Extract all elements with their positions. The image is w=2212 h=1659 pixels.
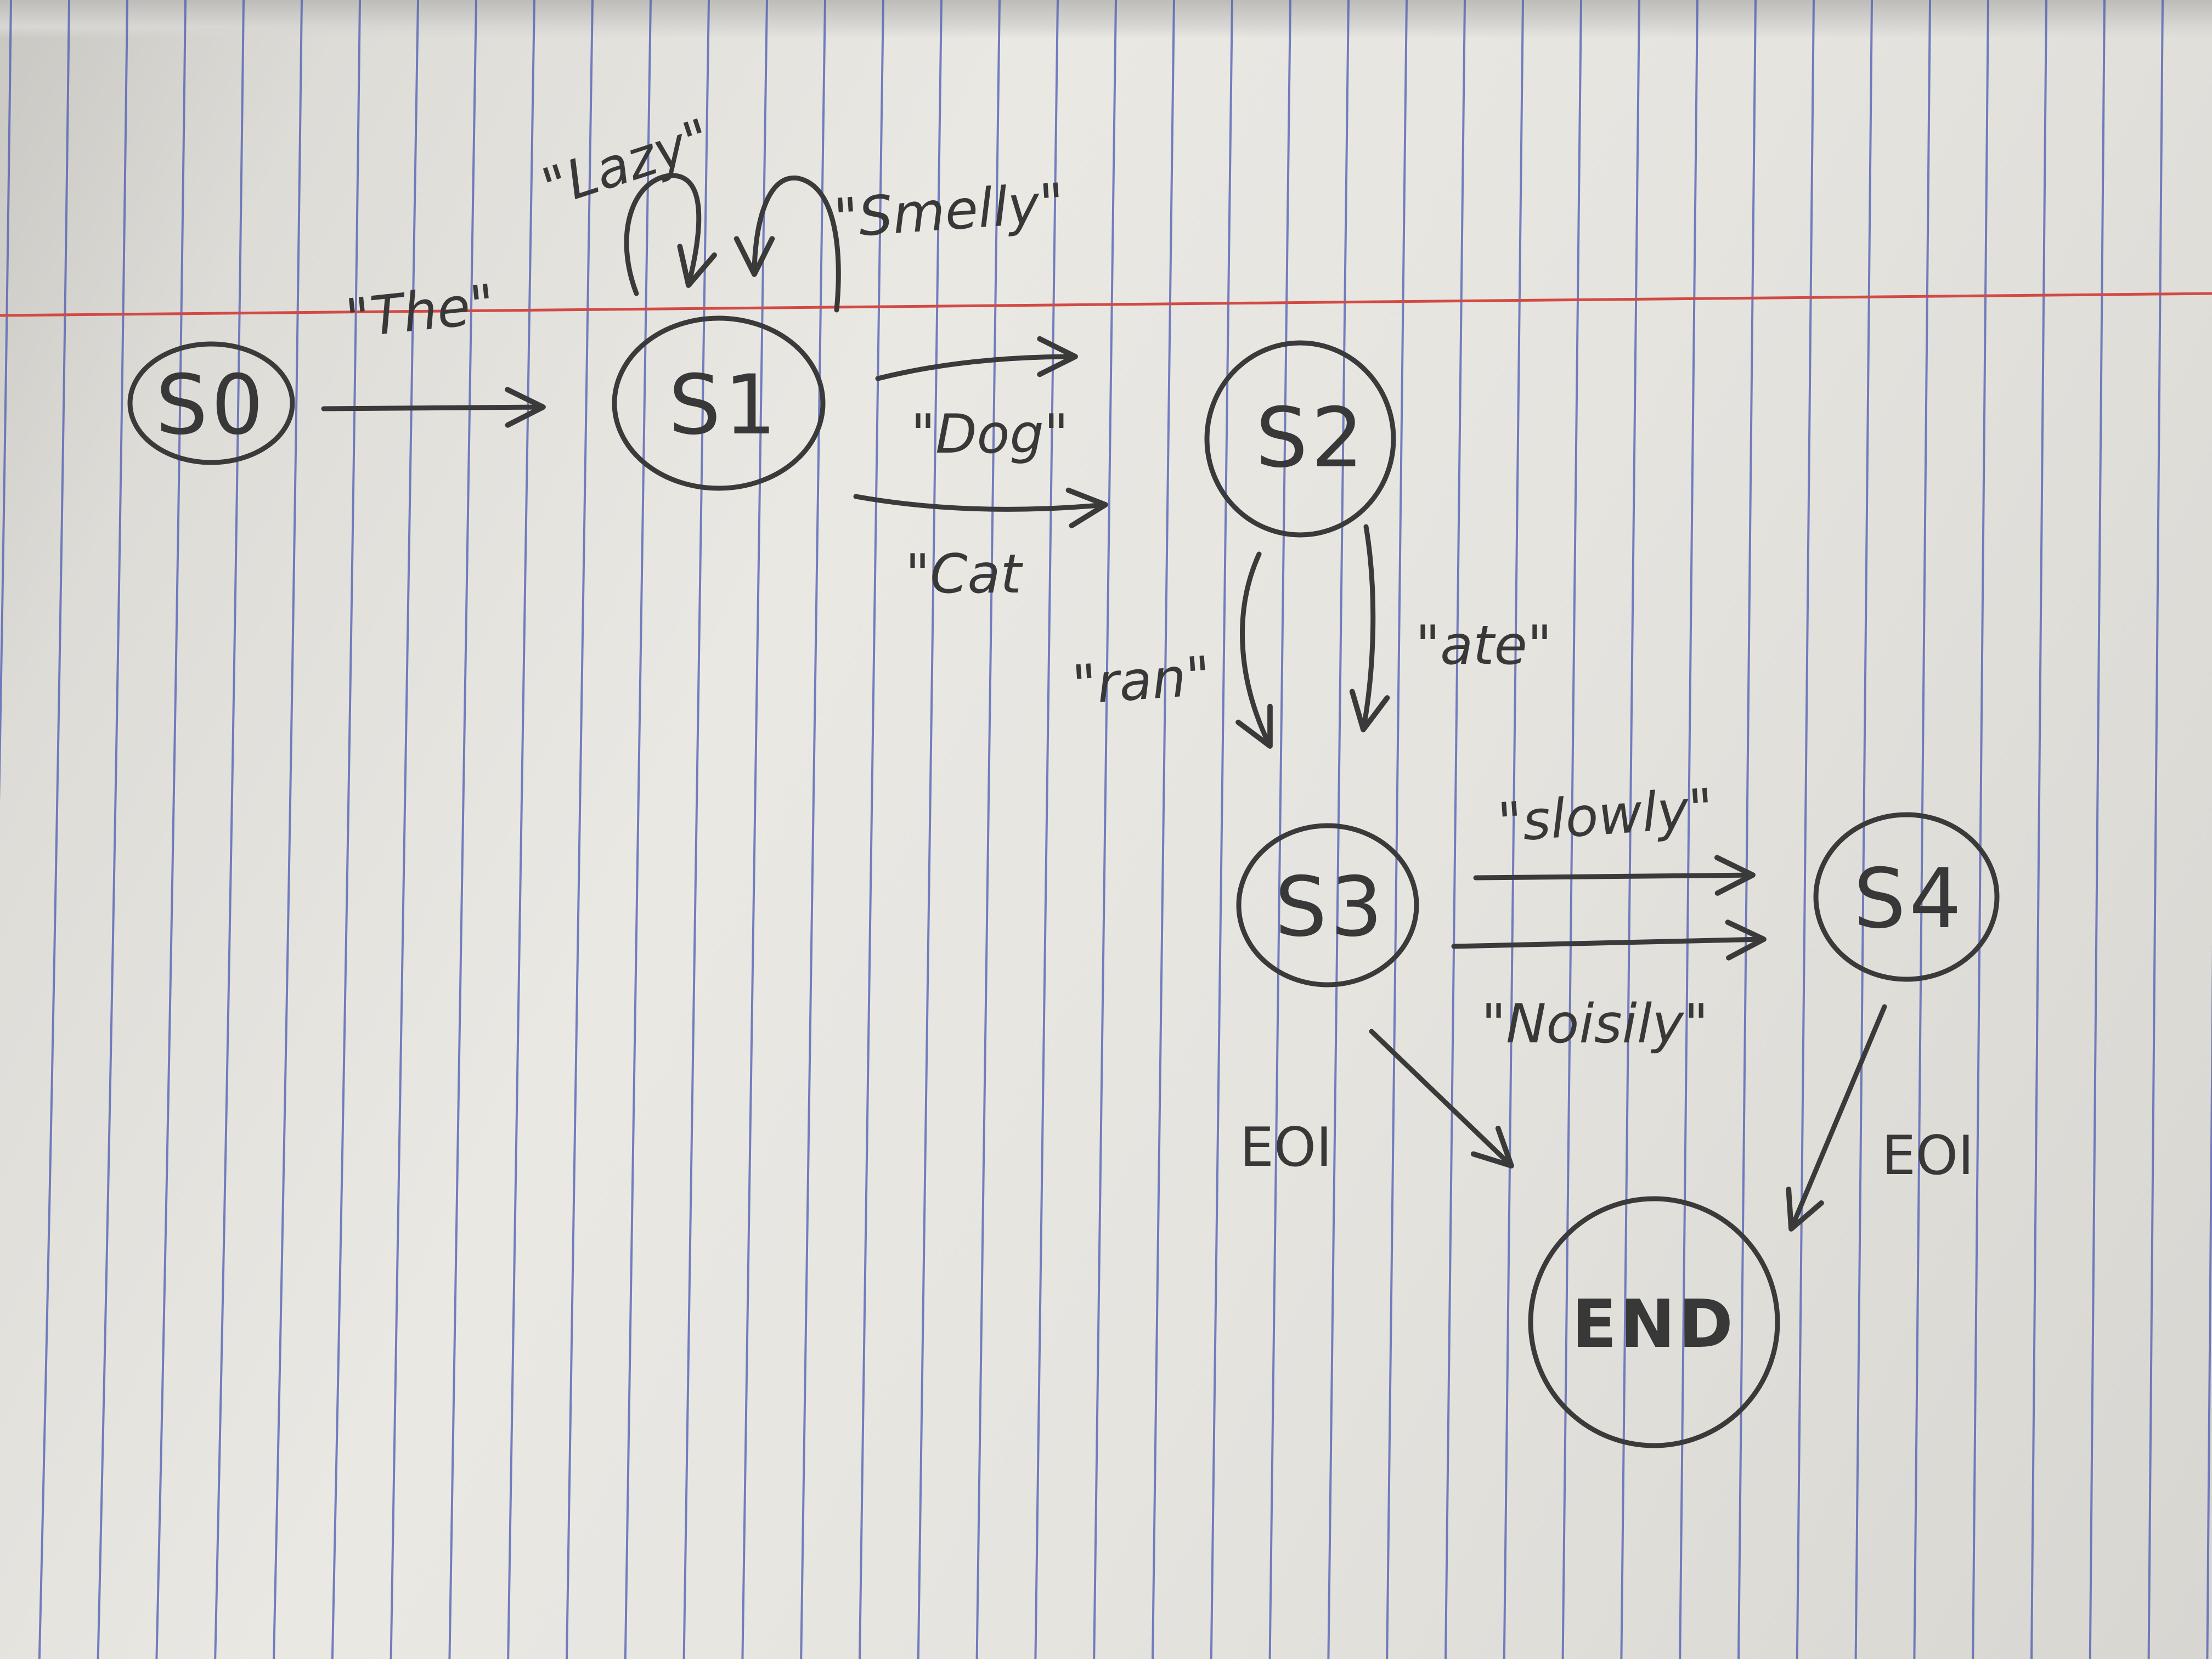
node-end-circle: [1528, 1196, 1780, 1448]
ruled-line: [800, 0, 826, 1659]
edge-s2-s3-ran-arrow: [1235, 551, 1273, 749]
ruled-line: [2030, 0, 2047, 1659]
ruled-line: [917, 0, 943, 1659]
node-s1-label: S1: [669, 358, 780, 453]
edge-s3-end-arrow: [1369, 1029, 1514, 1169]
node-s2: S2: [1204, 340, 1396, 538]
node-s3-label: S3: [1275, 860, 1386, 955]
node-s0: S0: [127, 341, 295, 465]
ruled-line: [331, 0, 361, 1659]
ruled-line: [507, 0, 535, 1659]
ruled-line: [390, 0, 419, 1659]
ruled-line: [0, 0, 12, 804]
ruled-line: [448, 0, 477, 1659]
edge-s0-s1-label: "The": [343, 273, 498, 351]
ruled-line: [975, 0, 1001, 1659]
node-s3-circle: [1236, 823, 1419, 988]
ruled-line: [1210, 0, 1233, 1659]
edge-s1-smelly-loop: [733, 175, 841, 313]
ruled-line: [1268, 0, 1291, 1659]
edge-s2-s3-ate-label: "ate": [1415, 614, 1552, 677]
edge-s1-s2-cat-label: "Cat: [905, 543, 1024, 606]
page-top-edge: [0, 0, 2212, 38]
node-s1: S1: [612, 315, 826, 491]
ruled-line: [1561, 0, 1582, 1659]
ruled-line: [2147, 0, 2164, 1659]
node-s2-circle: [1204, 340, 1396, 538]
edge-s3-end-label: EOI: [1240, 1116, 1332, 1179]
edge-s4-end-label: EOI: [1882, 1125, 1974, 1187]
ruled-line: [1503, 0, 1524, 1659]
edge-s1-s2-dog-arrow: [875, 336, 1078, 381]
edge-s1-lazy-loop: [624, 173, 718, 296]
edge-s4-end-arrow: [1786, 1004, 1887, 1232]
edge-s3-s4-noisily-arrow: [1451, 919, 1767, 961]
edge-s1-s2-dog-label: "Dog": [911, 403, 1069, 466]
ruled-line: [2206, 750, 2212, 1659]
ruled-line: [1972, 0, 1989, 1659]
ruled-line: [1913, 0, 1931, 1659]
node-s1-circle: [612, 315, 826, 491]
edge-s0-s1-arrow: [321, 387, 546, 428]
edge-s2-s3-ran-label: "ran": [1070, 645, 1213, 717]
node-s0-circle: [127, 341, 295, 465]
edge-s1-lazy-label: "Lazy": [535, 107, 718, 220]
ruled-line: [97, 0, 128, 1659]
ruled-line: [1034, 0, 1059, 1659]
edge-s2-s3-ate-arrow: [1349, 524, 1390, 732]
node-s4: S4: [1813, 812, 2000, 982]
edge-s3-s4-noisily-label: "Noisily": [1481, 993, 1708, 1056]
ruled-line: [1737, 0, 1757, 1659]
ruled-line: [1093, 0, 1117, 1659]
ruled-line: [1679, 0, 1699, 1659]
node-s4-label: S4: [1854, 851, 1965, 947]
node-s2-label: S2: [1256, 391, 1367, 486]
ruled-line: [38, 0, 70, 1659]
node-s3: S3: [1236, 823, 1419, 988]
ruled-line: [1386, 0, 1408, 1659]
node-end-label: END: [1572, 1286, 1736, 1363]
ruled-line: [155, 0, 187, 1659]
margin-line: [0, 292, 2212, 317]
node-s4-circle: [1813, 812, 2000, 982]
ruled-line: [566, 0, 594, 1659]
edge-s1-smelly-label: "Smelly": [832, 172, 1066, 250]
ruled-line: [1620, 0, 1640, 1659]
edge-s1-s2-cat-arrow: [853, 487, 1108, 528]
ruled-line: [1152, 0, 1175, 1659]
node-s0-label: S0: [156, 358, 267, 453]
node-end: END: [1528, 1196, 1780, 1448]
ruled-line: [1444, 0, 1466, 1659]
ruled-line: [1796, 0, 1815, 1659]
ruled-line: [859, 0, 884, 1659]
edge-s3-s4-slowly-label: "slowly": [1496, 777, 1716, 855]
ruled-line: [214, 0, 245, 1659]
edge-s3-s4-slowly-arrow: [1473, 855, 1756, 896]
ruled-line: [273, 0, 303, 1659]
ruled-line: [2089, 0, 2106, 1659]
